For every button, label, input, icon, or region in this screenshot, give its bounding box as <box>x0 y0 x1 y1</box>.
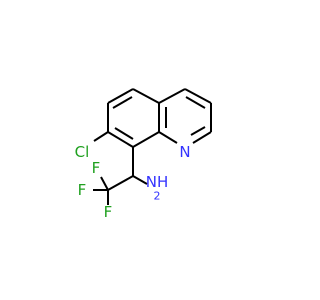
bond-c7-cl <box>93 131 109 142</box>
ring-nitrogen-label: N <box>179 143 190 161</box>
amine-subscript: 2 <box>154 190 161 203</box>
bond-c7-c8-inner <box>114 127 134 140</box>
fluorine-bottom-label: F <box>104 203 113 221</box>
amine-label: NH <box>146 173 169 191</box>
fluorine-top-label: F <box>92 159 101 177</box>
molecule-structure: N Cl NH 2 F F F <box>75 88 212 221</box>
atom-labels: N Cl NH 2 F F F <box>75 143 191 221</box>
bond-n1-c8a <box>158 131 178 144</box>
bond-c2-n1 <box>192 131 212 144</box>
bond-c7-c8 <box>107 131 134 148</box>
bond-c4-c3-inner <box>185 96 206 109</box>
chlorine-label: Cl <box>75 143 90 161</box>
bond-c4-c3 <box>184 88 212 104</box>
bond-c4a-c4 <box>158 88 186 104</box>
bond-c8-c8a <box>132 131 160 148</box>
bond-cf3-f-top <box>100 176 109 191</box>
bond-ch-nh2 <box>132 175 148 185</box>
fluorine-left-label: F <box>78 181 87 199</box>
bond-c5-c6 <box>107 88 134 104</box>
bond-c5-c6-inner <box>112 96 133 109</box>
bond-c2-n1-inner <box>190 126 206 136</box>
bond-c4a-c5 <box>132 88 160 104</box>
bond-lines <box>93 88 212 205</box>
bond-ch-cf3 <box>107 175 134 191</box>
